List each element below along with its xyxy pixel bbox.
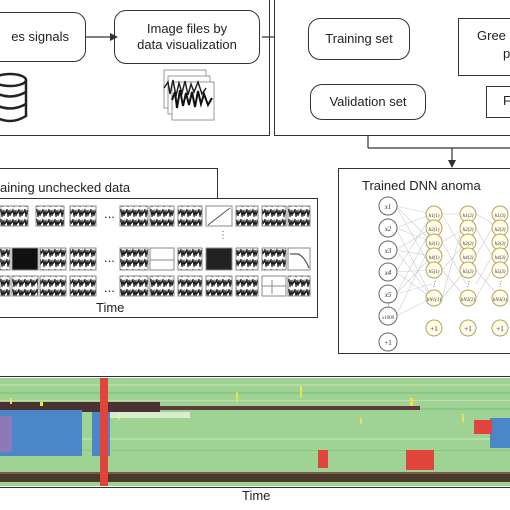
row3-ellipsis: ... [104, 280, 115, 295]
unchecked-thumbnails: ⋮ [0, 205, 311, 297]
dnn-h1-node-1: h1(1) [429, 214, 440, 219]
dnn-h3-node-5: h5(3) [495, 270, 506, 275]
unchecked-data-title: aining unchecked data [0, 180, 131, 195]
right-labeled-box: F [486, 86, 510, 118]
signals-box: es signals [0, 12, 86, 62]
training-set-label: Training set [325, 31, 393, 46]
dnn-title: Trained DNN anoma [362, 178, 481, 193]
dnn-h3-bias: +1 [496, 325, 504, 333]
dnn-input-node-last: x1000 [381, 316, 395, 321]
dnn-input-ellipsis: ⋮ [385, 301, 392, 309]
anomaly-heatmap [0, 378, 510, 486]
dnn-panel [338, 168, 510, 354]
green-box-label-line1: Gree [477, 28, 506, 43]
row1-ellipsis: ... [104, 206, 115, 221]
dnn-h3-node-3: h3(3) [495, 242, 506, 247]
image-files-label-line1: Image files by [146, 21, 228, 36]
dnn-network-diagram: x1 x2 x3 x4 x5 ⋮ x1000 +1 h1(1) h2(1) h3… [378, 196, 509, 352]
green-box-label-line2: p [503, 46, 510, 61]
dnn-input-node-5: x5 [384, 291, 392, 299]
unchecked-x-label: Time [96, 300, 125, 315]
dnn-h2-node-1: h1(2) [463, 214, 474, 219]
image-files-label-line2: data visualization [137, 37, 237, 52]
dnn-h2-node-4: h4(2) [463, 256, 474, 261]
dnn-input-bias: +1 [384, 339, 392, 347]
dnn-h3-node-1: h1(3) [495, 214, 506, 219]
dnn-input-node-4: x4 [384, 269, 392, 277]
dnn-h2-node-5: h5(2) [463, 270, 474, 275]
dnn-h1-node-4: h4(1) [429, 256, 440, 261]
dnn-h1-node-last: hN1(1) [427, 298, 442, 303]
dnn-h3-node-last: hN3(3) [493, 298, 508, 303]
validation-set-label: Validation set [329, 94, 407, 109]
heatmap-x-label: Time [242, 488, 271, 503]
validation-set-box: Validation set [310, 84, 426, 120]
dnn-input-node-3: x3 [384, 247, 392, 255]
svg-text:⋮: ⋮ [218, 230, 228, 241]
dnn-h1-node-2: h2(1) [429, 228, 440, 233]
row2-ellipsis: ... [104, 250, 115, 265]
database-icon [0, 72, 28, 123]
dnn-h2-bias: +1 [464, 325, 472, 333]
dnn-h2-node-3: h3(2) [463, 242, 474, 247]
dnn-h3-node-4: h4(3) [495, 256, 506, 261]
dnn-h2-node-2: h2(2) [463, 228, 474, 233]
signal-images-stack-icon [163, 69, 215, 121]
right-box-label: F [503, 93, 510, 108]
dnn-h3-ellipsis: ⋮ [497, 280, 504, 288]
dnn-h3-node-2: h2(3) [495, 228, 506, 233]
dnn-h1-node-3: h3(1) [429, 242, 440, 247]
dnn-input-node-1: x1 [384, 203, 392, 211]
dnn-h2-node-last: hN2(2) [461, 298, 476, 303]
dnn-h2-ellipsis: ⋮ [465, 280, 472, 288]
dnn-h1-bias: +1 [430, 325, 438, 333]
dnn-h1-ellipsis: ⋮ [431, 280, 438, 288]
green-labeled-box: Gree p [458, 18, 510, 76]
signals-label: es signals [11, 29, 69, 44]
dnn-h1-node-5: h5(1) [429, 270, 440, 275]
dnn-input-node-2: x2 [384, 225, 392, 233]
training-set-box: Training set [308, 18, 410, 60]
